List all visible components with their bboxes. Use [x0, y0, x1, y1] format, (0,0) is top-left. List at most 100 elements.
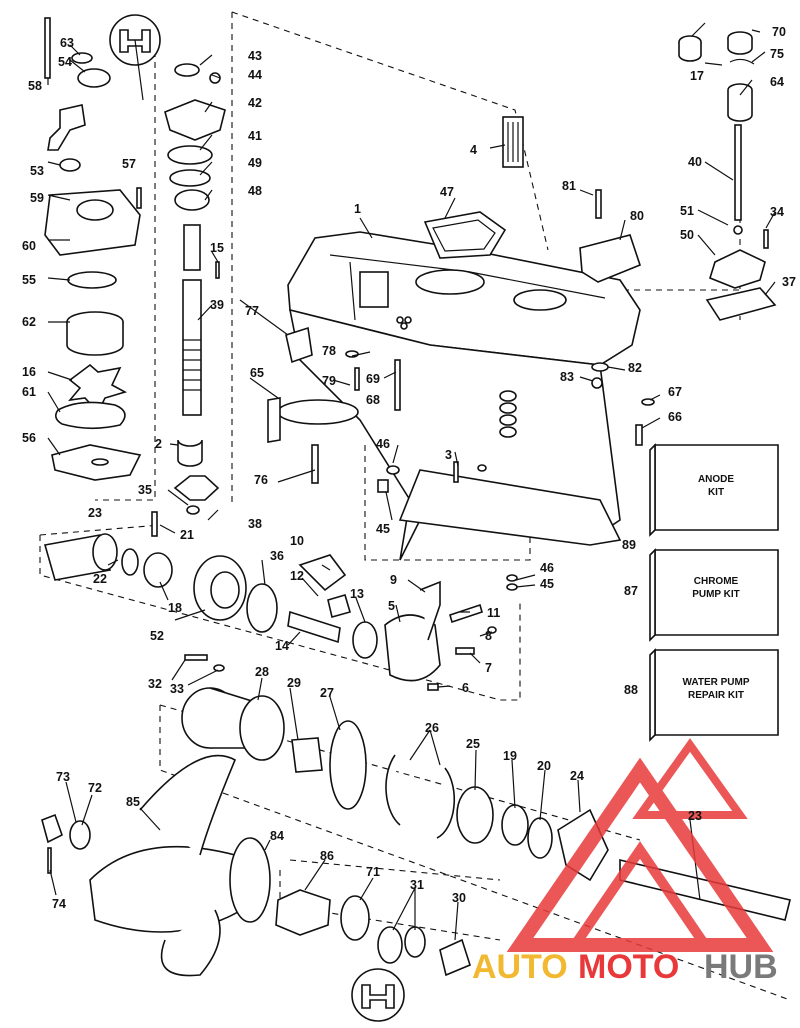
mid-parts	[267, 326, 655, 591]
anode-kit-box: ANODE KIT	[649, 443, 779, 537]
callout: 12	[290, 569, 304, 583]
callout: 81	[562, 179, 576, 193]
callout: 36	[270, 549, 284, 563]
callout: 46	[376, 437, 390, 451]
callout: 82	[628, 361, 642, 375]
callout: 70	[772, 25, 786, 39]
gearcase-housing	[287, 231, 641, 561]
callout-numbers: 58 63 54 53 59 57 60 55 62 16 61 56 43 4…	[22, 25, 796, 911]
callout: 41	[248, 129, 262, 143]
callout: 21	[180, 528, 194, 542]
callout: 78	[322, 344, 336, 358]
anode-kit-line2: KIT	[708, 487, 724, 498]
callout: 80	[630, 209, 644, 223]
automotohub-logo	[506, 738, 774, 952]
callout: 69	[366, 372, 380, 386]
callout: 11	[487, 606, 500, 620]
callout: 49	[248, 156, 262, 170]
callout: 83	[560, 370, 574, 384]
callout: 26	[425, 721, 439, 735]
callout: 38	[248, 517, 262, 531]
callout: 13	[350, 587, 364, 601]
callout: 86	[320, 849, 334, 863]
callout: 89	[622, 538, 636, 552]
water-pump-kit-line1: WATER PUMP	[682, 677, 749, 688]
callout: 63	[60, 36, 74, 50]
callout: 17	[690, 69, 704, 83]
callout: 15	[210, 241, 224, 255]
callout: 7	[485, 661, 492, 675]
callout: 64	[770, 75, 784, 89]
chrome-pump-kit-box: CHROME PUMP KIT	[649, 548, 779, 642]
callout: 57	[122, 157, 136, 171]
chrome-pump-kit-line2: PUMP KIT	[692, 589, 740, 600]
chrome-pump-kit-line1: CHROME	[694, 576, 739, 587]
callout: 20	[537, 759, 551, 773]
callout: 39	[210, 298, 224, 312]
callout: 88	[624, 683, 638, 697]
callout: 51	[680, 204, 694, 218]
callout: 42	[248, 96, 262, 110]
callout: 22	[93, 572, 107, 586]
callout: 48	[248, 184, 262, 198]
callout: 27	[320, 686, 334, 700]
propeller-assembly	[41, 754, 471, 977]
callout: 2	[155, 437, 162, 451]
callout: 3	[445, 448, 452, 462]
water-pump-repair-kit-box: WATER PUMP REPAIR KIT	[649, 648, 779, 742]
callout: 33	[170, 682, 184, 696]
callout: 71	[366, 865, 380, 879]
leader-lines	[47, 22, 776, 941]
callout: 54	[58, 55, 72, 69]
callout: 62	[22, 315, 36, 329]
callout: 10	[290, 534, 304, 548]
callout: 56	[22, 431, 36, 445]
watermark-text: AUTO MOTO HUB	[472, 948, 778, 986]
water-pump-kit-line2: REPAIR KIT	[688, 690, 744, 701]
callout: 73	[56, 770, 70, 784]
callout: 6	[462, 681, 469, 695]
watermark-hub: HUB	[704, 948, 778, 986]
callout: 67	[668, 385, 682, 399]
callout: 45	[376, 522, 390, 536]
callout: 1	[354, 202, 361, 216]
callout: 16	[22, 365, 36, 379]
callout: 55	[22, 273, 36, 287]
callout: 5	[388, 599, 395, 613]
callout: 65	[250, 366, 264, 380]
callout: 61	[22, 385, 36, 399]
anode-kit-line1: ANODE	[698, 474, 734, 485]
callout: 68	[366, 393, 380, 407]
driveshaft-and-pump-parts	[44, 17, 142, 481]
watermark-moto: MOTO	[578, 948, 679, 986]
callout: 72	[88, 781, 102, 795]
callout: 34	[770, 205, 784, 219]
callout: 60	[22, 239, 36, 253]
callout: 84	[270, 829, 284, 843]
callout: 74	[52, 897, 66, 911]
callout: 8	[485, 629, 492, 643]
callout: 46	[540, 561, 554, 575]
callout: 23	[88, 506, 102, 520]
callout: 31	[410, 878, 424, 892]
callout: 59	[30, 191, 44, 205]
callout: 53	[30, 164, 44, 178]
callout: 32	[148, 677, 162, 691]
gear-train-parts	[43, 533, 497, 691]
callout: 87	[624, 584, 638, 598]
callout: 85	[126, 795, 140, 809]
callout: 37	[782, 275, 796, 289]
callout: 14	[275, 639, 289, 653]
callout: 25	[466, 737, 480, 751]
callout: 9	[390, 573, 397, 587]
callout: 79	[322, 374, 336, 388]
callout: 52	[150, 629, 164, 643]
callout: 50	[680, 228, 694, 242]
callout: 30	[452, 891, 466, 905]
watermark-auto: AUTO	[472, 948, 568, 986]
callout: 18	[168, 601, 182, 615]
kit-boxes: ANODE KIT CHROME PUMP KIT WATER PUMP REP…	[649, 443, 779, 742]
callout: 29	[287, 676, 301, 690]
